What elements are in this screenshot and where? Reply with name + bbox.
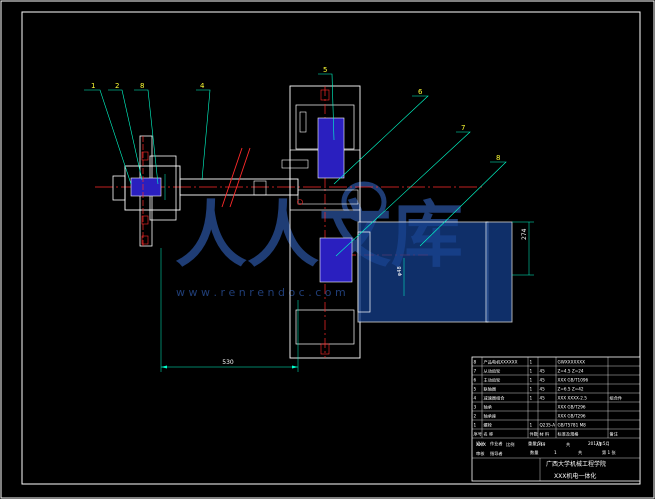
callout-8: 8 [496, 154, 500, 162]
tb-checker-label: 审核 [476, 450, 485, 457]
tb-info-cell: 1:1 [536, 442, 543, 447]
parts-list-cell: 45 [540, 396, 546, 401]
callout-4: 4 [200, 82, 205, 90]
callout-6: 6 [418, 88, 423, 96]
parts-list-cell: Q235-A [540, 423, 556, 428]
parts-list-cell: 减速器组合 [484, 395, 506, 402]
dimension-label-horizontal: 530 [222, 359, 234, 366]
main-shaft [179, 147, 299, 208]
dimension-label-vertical: 274 [521, 228, 528, 240]
parts-list-cell: 联轴器 [484, 386, 497, 393]
parts-list-cell: 4 [474, 396, 477, 401]
tb-info-cell: 1 [554, 450, 557, 455]
tb-school: 广西大学机械工程学院 [546, 460, 606, 468]
dimension-horizontal: 530 [160, 248, 299, 372]
parts-list-cell: 从动齿轮 [484, 368, 502, 375]
parts-list-cell: 7 [474, 369, 477, 374]
parts-list-cell: GB/T5781 M8 [558, 423, 587, 428]
parts-list-cell: 1 [530, 369, 533, 374]
parts-list-cell: 轴承 [484, 404, 493, 411]
tb-info-cell: 共 [578, 449, 582, 456]
parts-list-cell: 1 [530, 396, 533, 401]
parts-list-header-cell: 标准及规格 [558, 431, 580, 438]
parts-list-cell: 45 [540, 378, 546, 383]
parts-list-cell: 主动齿轮 [484, 377, 502, 384]
tb-weight: 重量 5kg [528, 440, 546, 447]
parts-list-cell: Z=4.5 Z=24 [558, 369, 584, 374]
motor [357, 221, 513, 323]
parts-list-cell: 8 [474, 360, 477, 365]
tb-info-cell: 数量 [530, 449, 538, 456]
parts-list-cell: 2 [474, 414, 477, 419]
tb-designer: 作业者 [490, 440, 503, 447]
parts-list-cell: 1 [530, 378, 533, 383]
tb-info-cell: XX/X [476, 442, 486, 447]
parts-list-cell: 螺栓 [484, 422, 493, 429]
parts-list-cell: 轴承座 [484, 413, 497, 420]
parts-list-cell: XXX XXXX-2.5 [558, 396, 588, 401]
gearbox-housing [281, 85, 361, 359]
parts-list-cell: 45 [540, 387, 546, 392]
tb-info-cell: 比例 [506, 441, 514, 448]
parts-list-cell: XXX GB/T296 [558, 414, 586, 419]
parts-list-cell: 1 [530, 387, 533, 392]
parts-list-header-cell: 序号 [474, 431, 482, 438]
parts-list-cell: XXX GB/T296 [558, 405, 586, 410]
watermark-logo-icon [341, 181, 387, 223]
dimension-vertical-right: 274 [512, 221, 534, 276]
tb-checker: 指导者 [490, 450, 503, 457]
dimension-label-small: φ48 [397, 266, 403, 276]
inner-frame [21, 11, 641, 485]
tb-title: XXX机电一体化 [554, 472, 596, 480]
parts-list-cell: 1 [474, 423, 477, 428]
watermark-url: w w w . r e n r e n d o c . c o m [176, 286, 346, 299]
tb-designer-label: 设计 [476, 440, 484, 447]
left-bearing-housing [112, 135, 181, 247]
parts-list-header-cell: 名 称 [484, 431, 494, 438]
parts-list-cell: Z=6.5 Z=42 [558, 387, 584, 392]
tb-date: 2017年5月 [588, 440, 610, 447]
callout-5: 5 [323, 66, 327, 74]
parts-list-header-cell: 备注 [610, 431, 619, 438]
parts-list-cell: 3 [474, 405, 477, 410]
dimension-vertical-small: φ48 [397, 258, 405, 296]
tb-info-cell: 第 1 张 [602, 449, 617, 456]
tb-info-cell: 共 [566, 441, 570, 448]
parts-list-cell: 产品电机XXXXXX [484, 359, 518, 366]
parts-list-header-cell: 件数 [530, 431, 539, 438]
tb-info-cell: A1 [596, 442, 602, 447]
callout-7: 7 [461, 124, 465, 132]
callout-2: 2 [115, 82, 119, 90]
parts-list-cell: 组合件 [610, 395, 623, 402]
parts-list-cell: GWXXXXXXX [558, 360, 586, 365]
callout-labels: 1 2 8 4 5 6 7 8 [91, 66, 500, 162]
parts-list-cell: 1 [530, 423, 533, 428]
parts-list-cell: 5 [474, 387, 477, 392]
callout-leaders [84, 73, 507, 257]
callout-3: 8 [140, 82, 144, 90]
callout-1: 1 [91, 82, 95, 90]
parts-list-cell: 1 [530, 360, 533, 365]
parts-list-cell: 6 [474, 378, 477, 383]
parts-list-header-cell: 材 料 [540, 431, 551, 438]
parts-list-cell: 45 [540, 369, 546, 374]
parts-list-cell: XXX GB/T1096 [558, 378, 589, 383]
